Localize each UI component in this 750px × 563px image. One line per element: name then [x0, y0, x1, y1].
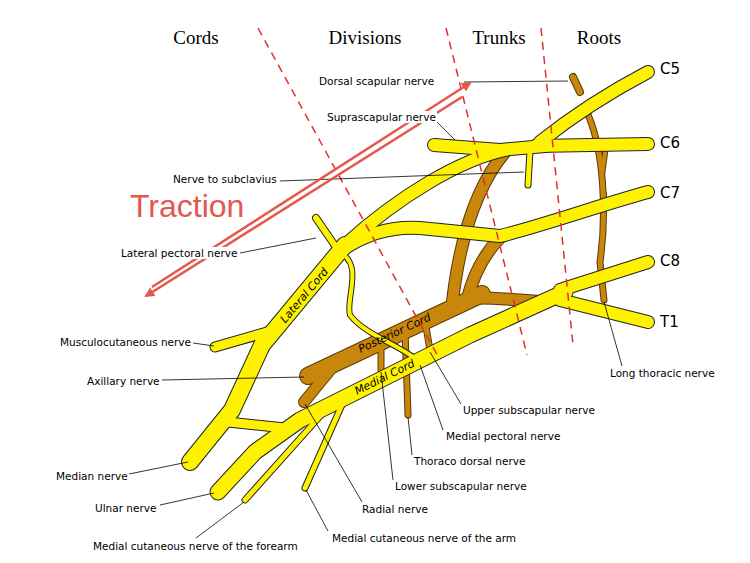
nerve-label: Median nerve	[55, 470, 129, 482]
nerve-label: Medial cutaneous nerve of the arm	[331, 532, 517, 544]
root-label: C8	[660, 253, 680, 270]
root-label: C5	[660, 61, 680, 78]
section-heading: Trunks	[472, 27, 525, 49]
nerve-label: Radial nerve	[361, 503, 429, 515]
nerve-label: Upper subscapular nerve	[462, 404, 596, 416]
nerve-label: Long thoracic nerve	[609, 367, 716, 379]
nerve-label: Musculocutaneous nerve	[59, 336, 192, 348]
cord-label: Medial Cord	[353, 358, 417, 399]
root-label: C7	[660, 185, 680, 202]
cord-label: Lateral Cord	[278, 266, 331, 326]
nerve-label: Axillary nerve	[86, 375, 161, 387]
nerve-label: Ulnar nerve	[94, 502, 157, 514]
section-heading: Cords	[173, 27, 218, 49]
root-label: C6	[660, 135, 680, 152]
nerve-label: Thoraco dorsal nerve	[413, 455, 526, 467]
nerve-label: Lateral pectoral nerve	[120, 247, 238, 259]
nerve-label: Nerve to subclavius	[172, 173, 278, 185]
root-label: T1	[660, 314, 679, 331]
nerve-label: Suprascapular nerve	[326, 111, 437, 123]
nerve-label: Medial cutaneous nerve of the forearm	[92, 540, 299, 552]
nerve-label: Dorsal scapular nerve	[318, 75, 435, 87]
traction-label: Traction	[130, 188, 244, 225]
nerve-label: Medial pectoral nerve	[445, 430, 561, 442]
section-heading: Roots	[577, 27, 621, 49]
cord-label: Posterior Cord	[357, 312, 433, 357]
section-heading: Divisions	[329, 27, 402, 49]
nerve-label: Lower subscapular nerve	[394, 480, 528, 492]
